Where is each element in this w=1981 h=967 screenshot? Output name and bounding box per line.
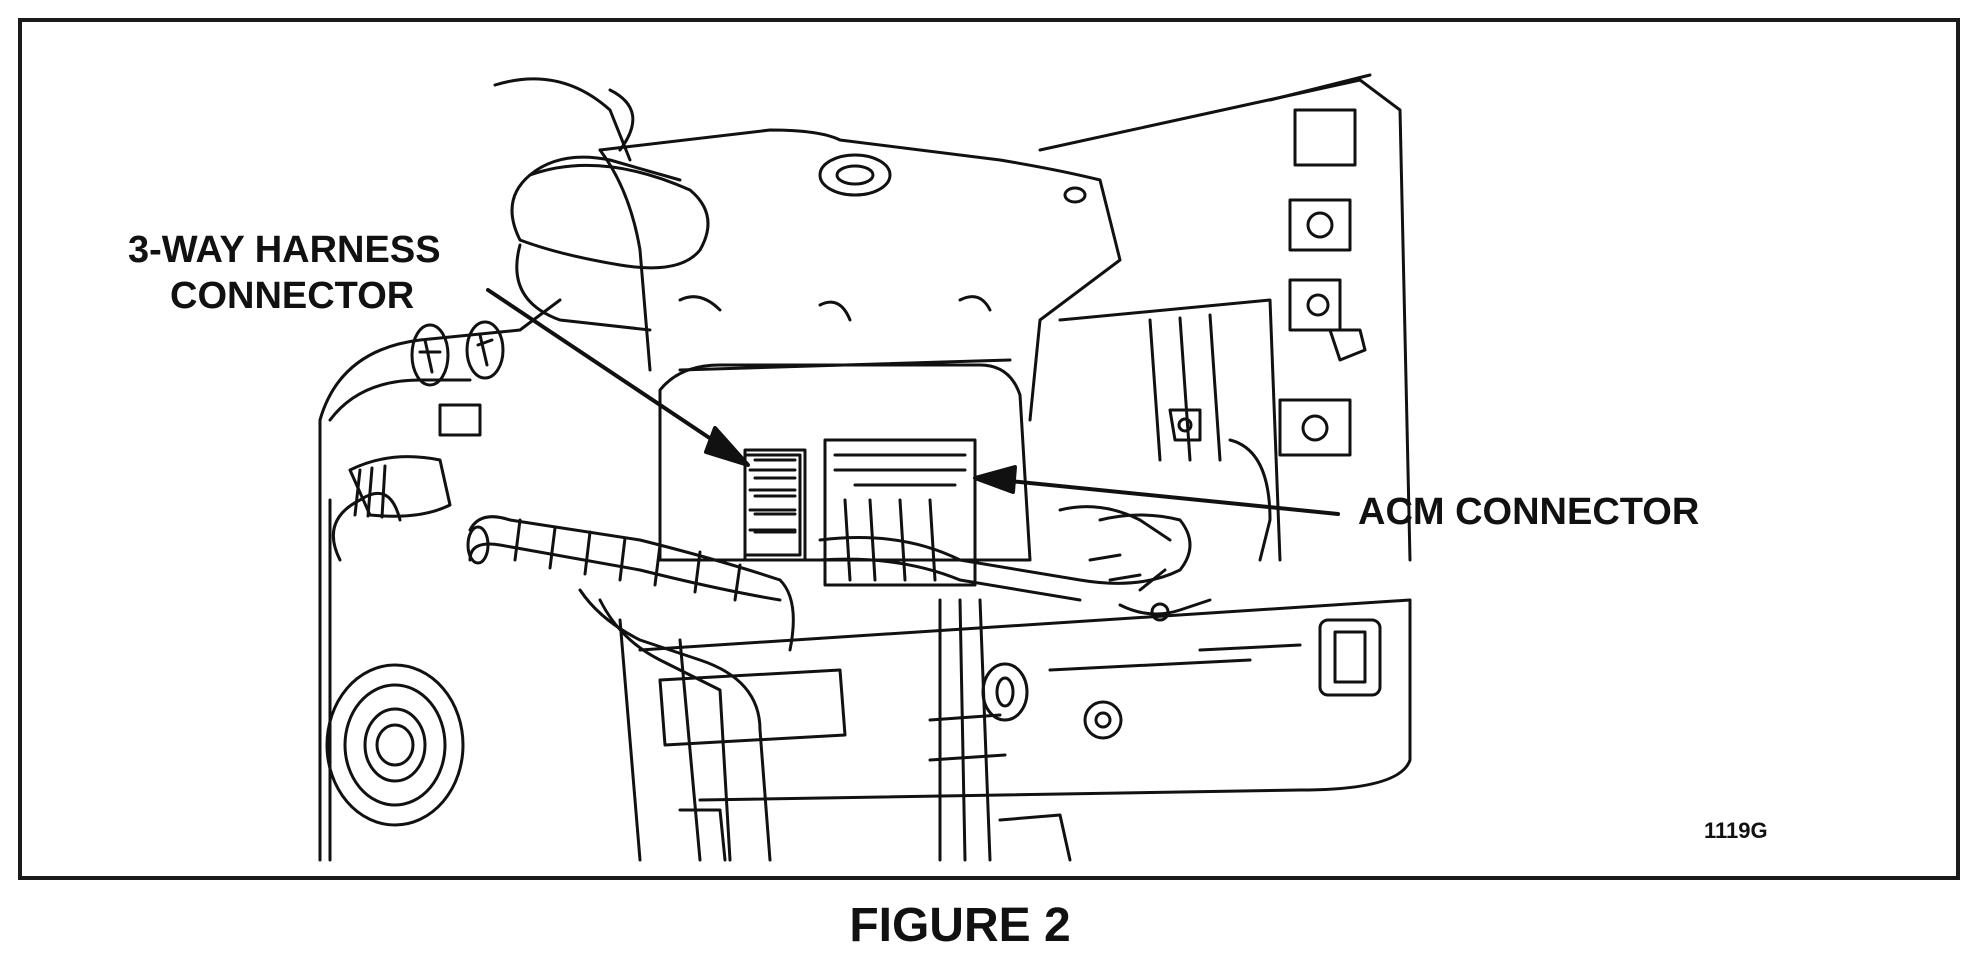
leader-lines (486, 288, 1340, 516)
right-dash-panel (1038, 73, 1412, 562)
three-way-harness-connector (743, 453, 802, 557)
acm-leader-line (998, 478, 1340, 516)
harness-leader-line (486, 288, 737, 457)
wiring-harness (466, 505, 1212, 862)
harness-arrowhead (704, 426, 750, 467)
mounting-bracket (598, 128, 1122, 422)
figure-frame (18, 18, 1960, 880)
harness-connector-label-line1: 3-WAY HARNESS (128, 229, 441, 271)
ignition-switch (325, 663, 465, 827)
harness-connector-label-line2: CONNECTOR (170, 275, 415, 317)
figure-caption: FIGURE 2 (849, 899, 1071, 952)
left-dash-panel (318, 298, 562, 862)
hand-outline (493, 77, 710, 332)
acm-arrowhead (973, 465, 1017, 494)
acm-module (658, 363, 1032, 587)
lower-trim (638, 598, 1412, 802)
acm-connector-label: ACM CONNECTOR (1358, 491, 1700, 533)
figure-id: 1119G (1704, 818, 1768, 843)
